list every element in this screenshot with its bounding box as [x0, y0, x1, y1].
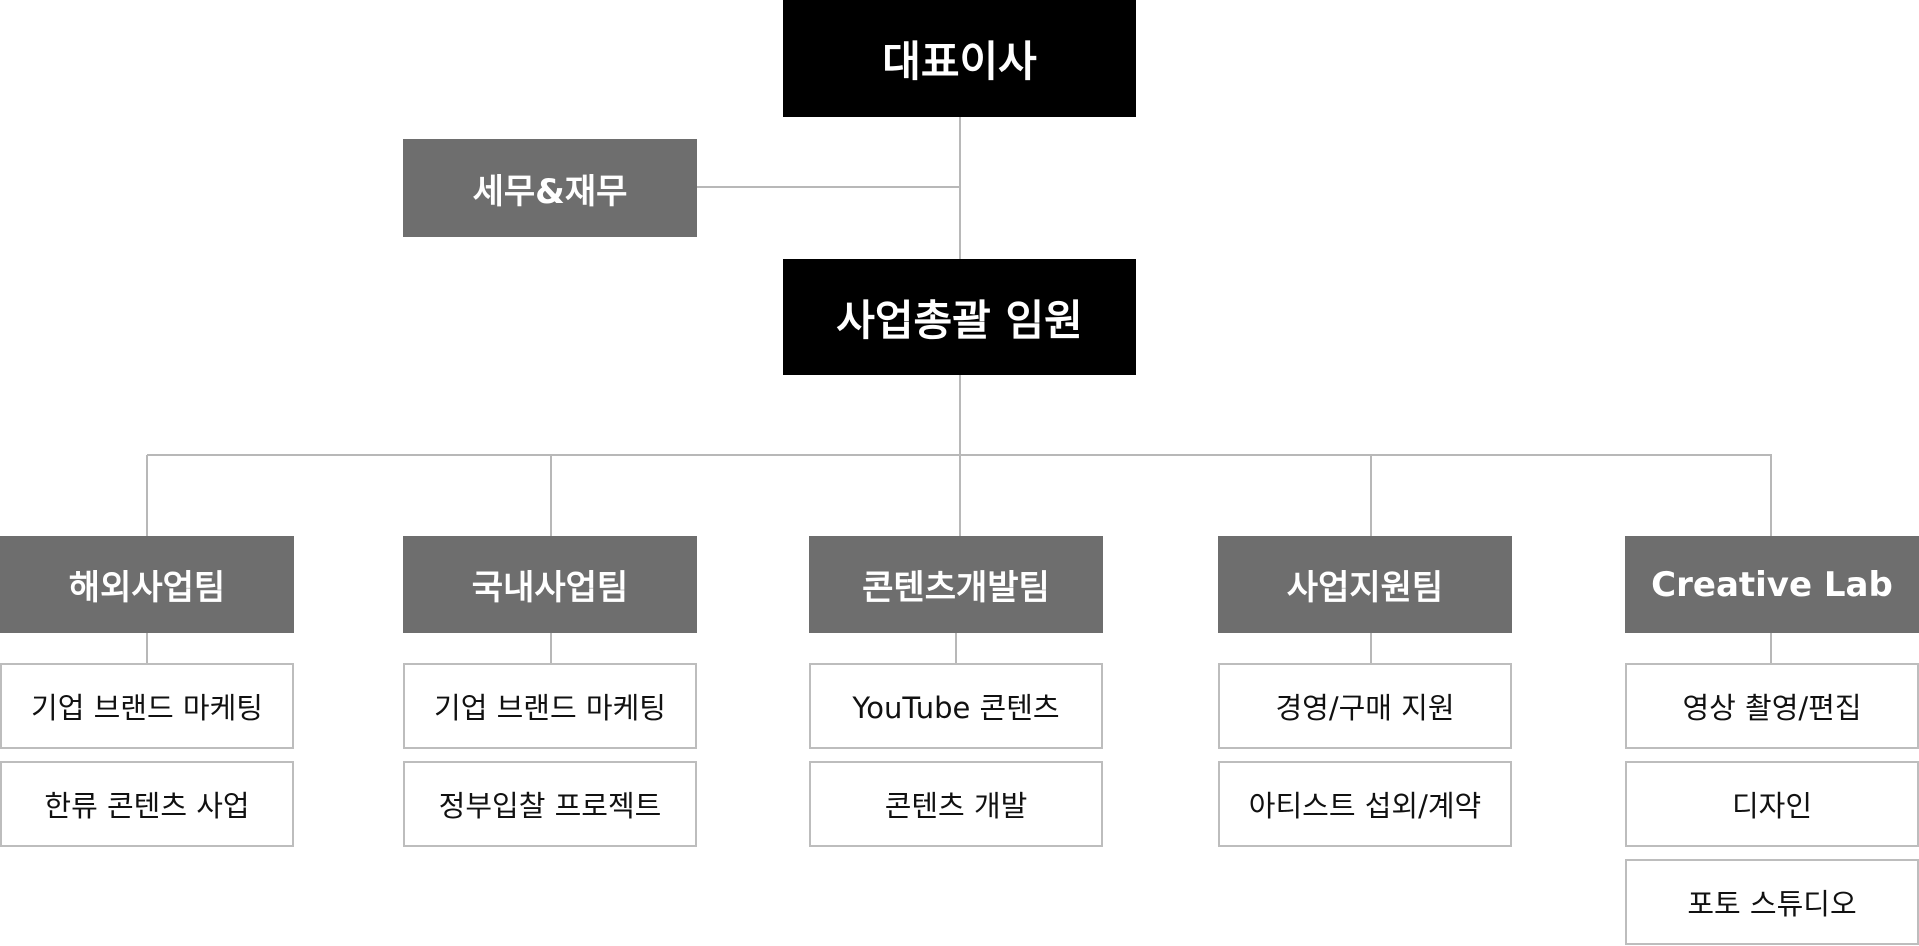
connector-team-5-items — [1770, 633, 1772, 664]
connector-team-2-items — [550, 633, 552, 664]
team-creative-item: 영상 촬영/편집 — [1625, 663, 1919, 749]
connector-tax-finance — [697, 186, 960, 188]
team-overseas-business: 해외사업팀 — [0, 536, 294, 633]
connector-team-4 — [1370, 455, 1372, 536]
ceo-box: 대표이사 — [783, 0, 1136, 117]
connector-executive-down — [959, 375, 961, 456]
team-content-item: 콘텐츠 개발 — [809, 761, 1103, 847]
connector-ceo-to-executive — [959, 117, 961, 259]
team-overseas-item: 기업 브랜드 마케팅 — [0, 663, 294, 749]
team-support-item: 경영/구매 지원 — [1218, 663, 1512, 749]
team-support-item: 아티스트 섭외/계약 — [1218, 761, 1512, 847]
team-creative-lab: Creative Lab — [1625, 536, 1919, 633]
team-content-item: YouTube 콘텐츠 — [809, 663, 1103, 749]
business-executive-box: 사업총괄 임원 — [783, 259, 1136, 375]
team-domestic-item: 기업 브랜드 마케팅 — [403, 663, 697, 749]
connector-team-1 — [146, 455, 148, 536]
connector-team-5 — [1770, 455, 1772, 536]
connector-team-4-items — [1370, 633, 1372, 664]
team-creative-item: 디자인 — [1625, 761, 1919, 847]
connector-team-2 — [550, 455, 552, 536]
team-overseas-item: 한류 콘텐츠 사업 — [0, 761, 294, 847]
connector-team-3-items — [955, 633, 957, 664]
team-creative-item: 포토 스튜디오 — [1625, 859, 1919, 945]
connector-team-3 — [959, 455, 961, 536]
team-domestic-business: 국내사업팀 — [403, 536, 697, 633]
team-business-support: 사업지원팀 — [1218, 536, 1512, 633]
team-domestic-item: 정부입찰 프로젝트 — [403, 761, 697, 847]
team-content-development: 콘텐츠개발팀 — [809, 536, 1103, 633]
tax-finance-box: 세무&재무 — [403, 139, 697, 237]
connector-team-1-items — [146, 633, 148, 664]
